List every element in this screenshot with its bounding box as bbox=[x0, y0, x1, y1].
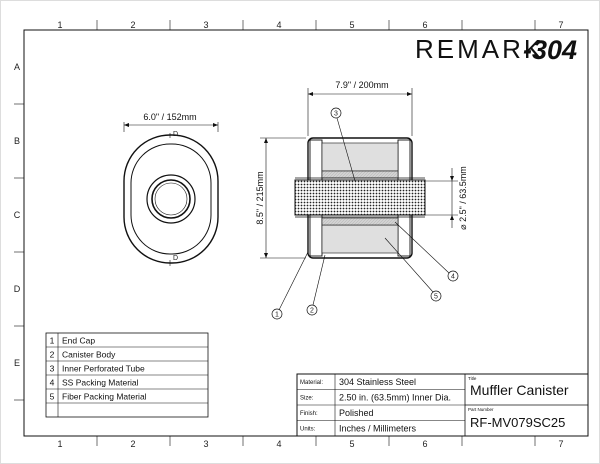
col-label-4: 4 bbox=[276, 20, 281, 30]
part-3-num: 3 bbox=[50, 364, 55, 374]
col-label-7: 7 bbox=[558, 20, 563, 30]
balloon-2-label: 2 bbox=[310, 308, 314, 315]
column-labels-bottom: 1 2 3 4 5 6 7 bbox=[57, 439, 563, 449]
part-2-name: Canister Body bbox=[62, 350, 116, 360]
fiber-packing-top bbox=[321, 142, 399, 172]
row-label-b: B bbox=[14, 136, 20, 146]
section-marker-top: D bbox=[173, 131, 178, 138]
part-5-num: 5 bbox=[50, 392, 55, 402]
part-1-num: 1 bbox=[50, 336, 55, 346]
ss-packing-bottom bbox=[321, 217, 399, 226]
row-labels: A B C D E bbox=[14, 62, 21, 368]
side-view-height-label: 8.5" / 215mm bbox=[255, 171, 265, 224]
title-block: Material: 304 Stainless Steel Size: 2.50… bbox=[296, 373, 589, 437]
inlet-tube-inner bbox=[151, 179, 191, 219]
col-label-3-bottom: 3 bbox=[203, 439, 208, 449]
end-cap-inner-outline bbox=[130, 143, 212, 255]
col-label-2-bottom: 2 bbox=[130, 439, 135, 449]
balloon-1 bbox=[271, 308, 283, 320]
brand-logo: REMARK -304 bbox=[415, 34, 577, 65]
part-4-name: SS Packing Material bbox=[62, 378, 139, 388]
row-label-e: E bbox=[14, 358, 20, 368]
col-label-6-bottom: 6 bbox=[422, 439, 427, 449]
row-label-c: C bbox=[14, 210, 21, 220]
units-label: Units: bbox=[300, 427, 316, 433]
col-label-2: 2 bbox=[130, 20, 135, 30]
finish-value: Polished bbox=[339, 408, 374, 418]
size-label: Size: bbox=[300, 396, 314, 402]
balloon-2 bbox=[306, 304, 318, 316]
size-value: 2.50 in. (63.5mm) Inner Dia. bbox=[339, 393, 451, 403]
side-view-inner-dia-label: ⌀ 2.5" / 63.5mm bbox=[458, 166, 468, 230]
grid-ticks bbox=[14, 20, 536, 446]
section-marker-bottom: D bbox=[173, 255, 178, 262]
logo-suffix: -304 bbox=[523, 35, 577, 65]
inlet-tube-bore bbox=[154, 182, 188, 216]
part-number-label: Part Number bbox=[468, 407, 494, 412]
col-label-3: 3 bbox=[203, 20, 208, 30]
perforated-tube bbox=[294, 179, 426, 216]
col-label-1: 1 bbox=[57, 20, 62, 30]
balloon-4 bbox=[447, 270, 459, 282]
balloon-3 bbox=[330, 107, 342, 119]
finish-label: Finish: bbox=[300, 411, 318, 417]
side-view: 7.9" / 200mm 8.5" / 215mm ⌀ 2.5" / 63.5m… bbox=[255, 80, 468, 259]
balloon-3-label: 3 bbox=[334, 111, 338, 118]
balloon-5 bbox=[430, 290, 442, 302]
part-2-num: 2 bbox=[50, 350, 55, 360]
end-view-width-label: 6.0" / 152mm bbox=[143, 112, 196, 122]
logo-brand: REMARK bbox=[415, 34, 544, 64]
units-value: Inches / Millimeters bbox=[339, 424, 417, 434]
part-4-num: 4 bbox=[50, 378, 55, 388]
parts-list: 1 End Cap 2 Canister Body 3 Inner Perfor… bbox=[45, 332, 209, 418]
end-view: 6.0" / 152mm D D bbox=[123, 112, 219, 266]
balloon-4-label: 4 bbox=[451, 274, 455, 281]
ss-packing-top bbox=[321, 170, 399, 179]
title-label: Title bbox=[468, 376, 477, 381]
col-label-1-bottom: 1 bbox=[57, 439, 62, 449]
side-view-length-label: 7.9" / 200mm bbox=[335, 80, 388, 90]
part-5-name: Fiber Packing Material bbox=[62, 392, 147, 402]
column-labels-top: 1 2 3 4 5 6 7 bbox=[57, 20, 563, 30]
fiber-packing-bottom bbox=[321, 224, 399, 254]
col-label-5: 5 bbox=[349, 20, 354, 30]
col-label-5-bottom: 5 bbox=[349, 439, 354, 449]
balloon-5-label: 5 bbox=[434, 294, 438, 301]
material-label: Material: bbox=[300, 380, 323, 386]
col-label-4-bottom: 4 bbox=[276, 439, 281, 449]
part-1-name: End Cap bbox=[62, 336, 95, 346]
col-label-6: 6 bbox=[422, 20, 427, 30]
balloon-1-label: 1 bbox=[275, 312, 279, 319]
row-label-a: A bbox=[14, 62, 20, 72]
col-label-7-bottom: 7 bbox=[558, 439, 563, 449]
part-3-name: Inner Perforated Tube bbox=[62, 364, 145, 374]
part-number-value: RF-MV079SC25 bbox=[470, 415, 565, 430]
row-label-d: D bbox=[14, 284, 21, 294]
title-value: Muffler Canister bbox=[470, 382, 569, 398]
material-value: 304 Stainless Steel bbox=[339, 377, 416, 387]
balloon-callouts: 1 2 3 4 5 bbox=[271, 107, 459, 320]
